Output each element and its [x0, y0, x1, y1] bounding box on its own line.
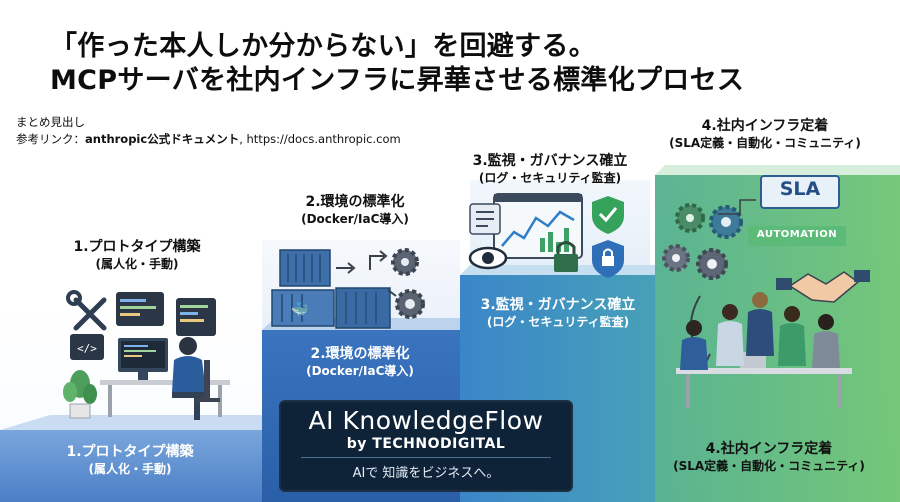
step4-title-lower: 4.社内インフラ定着 — [705, 441, 833, 457]
step1-subtitle: (属人化・手動) — [95, 257, 179, 271]
meeting-table — [676, 368, 852, 374]
brand-divider — [301, 457, 551, 458]
code-window-icon — [116, 292, 216, 336]
wrench-icon — [66, 290, 107, 331]
shield-check-icon — [592, 196, 624, 234]
summary-label: まとめ見出し — [16, 115, 85, 129]
step1-lower-label: 1.プロトタイプ構築 (属人化・手動) — [40, 443, 220, 477]
gear-icon — [696, 248, 728, 280]
desk — [100, 380, 230, 385]
step1-title: 1.プロトタイプ構築 — [73, 239, 201, 255]
automation-banner — [748, 226, 846, 246]
sla-sign — [760, 175, 840, 209]
brand-box: AI KnowledgeFlow by TECHNODIGITAL AIで 知識… — [279, 400, 573, 492]
step3-subtitle: (ログ・セキュリティ監査) — [478, 171, 622, 185]
code-tag-icon — [70, 334, 104, 360]
step4-top — [655, 165, 900, 175]
step4-subtitle: (SLA定義・自動化・コミュニティ) — [669, 136, 861, 150]
developer-illustration: </> — [63, 290, 230, 420]
gear-icon — [662, 244, 690, 272]
brand-tagline: AIで 知識をビジネスへ。 — [352, 466, 500, 481]
step2-title-lower: 2.環境の標準化 — [310, 346, 410, 362]
sla-text: SLA — [779, 178, 821, 200]
step4-upper-label: 4.社内インフラ定着 (SLA定義・自動化・コミュニティ) — [650, 117, 880, 151]
title-line-2: MCPサーバを社内インフラに昇華させる標準化プロセス — [50, 65, 745, 96]
meta-info: まとめ見出し 参考リンク：anthropic公式ドキュメント, https://… — [16, 114, 401, 148]
infrastructure-illustration — [662, 175, 870, 408]
step4-title: 4.社内インフラ定着 — [701, 118, 829, 134]
brand-by: by TECHNODIGITAL — [346, 436, 506, 452]
ref-source: anthropic公式ドキュメント — [85, 132, 240, 146]
step3-title-lower: 3.監視・ガバナンス確立 — [480, 297, 636, 313]
step4-lower-label: 4.社内インフラ定着 (SLA定義・自動化・コミュニティ) — [652, 440, 886, 474]
reference-link: 参考リンク：anthropic公式ドキュメント, https://docs.an… — [16, 131, 401, 148]
step3-upper-label: 3.監視・ガバナンス確立 (ログ・セキュリティ監査) — [450, 152, 650, 186]
svg-text:🐳: 🐳 — [291, 301, 308, 318]
step2-title: 2.環境の標準化 — [305, 194, 405, 210]
gear-icon — [675, 203, 705, 233]
gear-icon — [391, 248, 419, 276]
step1-subtitle-lower: (属人化・手動) — [88, 462, 172, 476]
title-line-1: 「作った本人しか分からない」を回避する。 — [50, 31, 596, 62]
step1-upper-label: 1.プロトタイプ構築 (属人化・手動) — [52, 238, 222, 272]
handshake-icon — [776, 270, 870, 303]
container-icon: 🐳 — [271, 289, 335, 327]
step2-subtitle: (Docker/IaC導入) — [301, 212, 409, 226]
docker-illustration: 🐳 — [271, 248, 425, 329]
gear-icon — [709, 205, 743, 239]
step3-lower-label: 3.監視・ガバナンス確立 (ログ・セキュリティ監査) — [458, 296, 658, 330]
step3-title: 3.監視・ガバナンス確立 — [472, 153, 628, 169]
page-title: 「作った本人しか分からない」を回避する。 MCPサーバを社内インフラに昇華させる… — [50, 30, 870, 98]
automation-text: AUTOMATION — [756, 229, 838, 240]
arrow-right-icon — [336, 250, 388, 274]
step3-subtitle-lower: (ログ・セキュリティ監査) — [486, 315, 630, 329]
gear-icon — [395, 289, 425, 319]
team-meeting — [676, 292, 852, 408]
step1-title-lower: 1.プロトタイプ構築 — [66, 444, 194, 460]
step1-front — [0, 430, 262, 502]
plant-icon — [63, 370, 97, 419]
lock-icon — [554, 241, 578, 272]
ref-prefix: 参考リンク： — [16, 132, 85, 146]
container-icon — [335, 287, 391, 329]
svg-text:</>: </> — [77, 342, 97, 355]
monitoring-illustration — [468, 193, 624, 278]
step2-subtitle-lower: (Docker/IaC導入) — [306, 364, 414, 378]
shield-lock-icon — [592, 240, 624, 278]
brand-name: AI KnowledgeFlow — [308, 406, 544, 435]
step2-upper-label: 2.環境の標準化 (Docker/IaC導入) — [270, 193, 440, 227]
step4-subtitle-lower: (SLA定義・自動化・コミュニティ) — [673, 459, 865, 473]
eye-icon — [468, 246, 508, 270]
ref-url: , https://docs.anthropic.com — [239, 132, 401, 146]
developer-person — [179, 337, 197, 355]
step2-lower-label: 2.環境の標準化 (Docker/IaC導入) — [275, 345, 445, 379]
container-icon — [279, 249, 331, 287]
